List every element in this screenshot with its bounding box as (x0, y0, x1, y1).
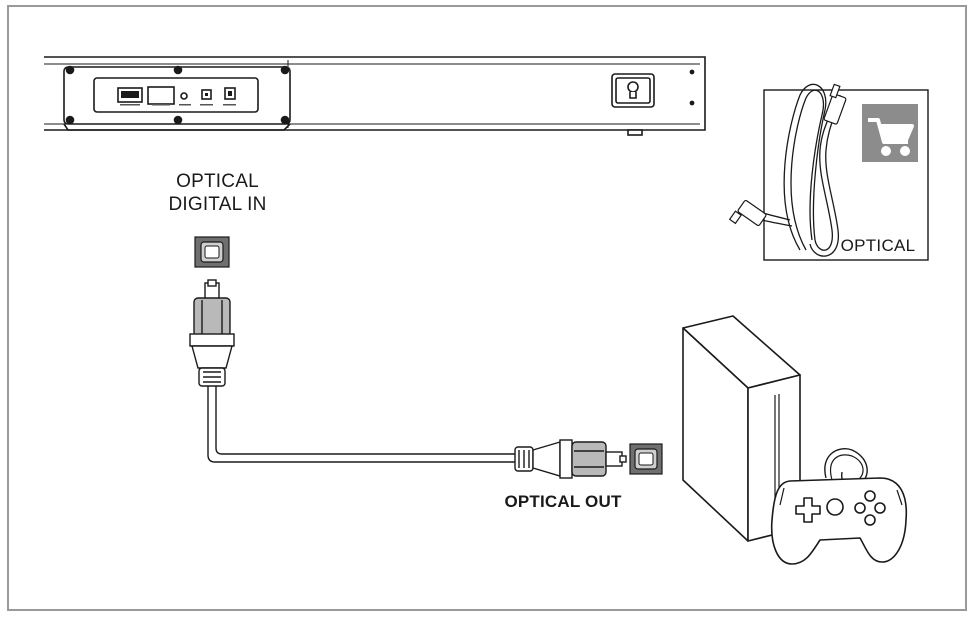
optical-cable (207, 385, 515, 463)
optical-digital-in-label: OPTICAL DIGITAL IN (150, 170, 285, 216)
face-button-bottom (864, 514, 876, 526)
shopping-cart-icon (868, 118, 914, 156)
optical-in-line2: DIGITAL IN (168, 194, 267, 215)
dpad-icon (795, 497, 821, 523)
game-controller (770, 477, 908, 565)
optical-cable-accessory (728, 83, 929, 261)
optical-in-line1: OPTICAL (176, 171, 259, 192)
accessory-connector-left (728, 199, 767, 227)
cart-badge (862, 104, 918, 162)
optical-digital-in-port (194, 236, 230, 268)
diagram-frame (7, 5, 967, 611)
center-button (826, 498, 844, 516)
aux-port (147, 86, 175, 105)
wall-mount-bracket (611, 73, 655, 108)
optical-out-port (629, 443, 663, 475)
usb-port (180, 92, 188, 100)
optical-out-label: OPTICAL OUT (504, 492, 622, 511)
soundbar (44, 56, 706, 136)
optical-connector-vertical (189, 279, 235, 387)
face-button-left (854, 502, 866, 514)
optical-connector-horizontal (514, 439, 627, 479)
accessory-connector-top (823, 83, 847, 125)
face-button-right (874, 502, 886, 514)
soundbar-back-panel (63, 65, 291, 131)
soundbar-foot (627, 129, 643, 136)
face-button-top (864, 490, 876, 502)
accessory-cable-label: OPTICAL (840, 236, 916, 255)
